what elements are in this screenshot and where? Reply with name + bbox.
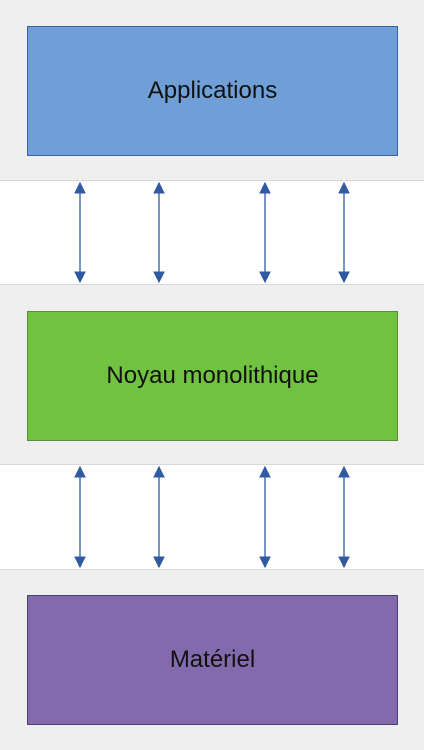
- hardware-box: Matériel: [27, 595, 398, 725]
- applications-label: Applications: [147, 77, 278, 104]
- kernel-label: Noyau monolithique: [106, 362, 319, 389]
- kernel-box: Noyau monolithique: [27, 311, 398, 441]
- applications-box: Applications: [27, 26, 398, 156]
- hardware-label: Matériel: [169, 646, 256, 673]
